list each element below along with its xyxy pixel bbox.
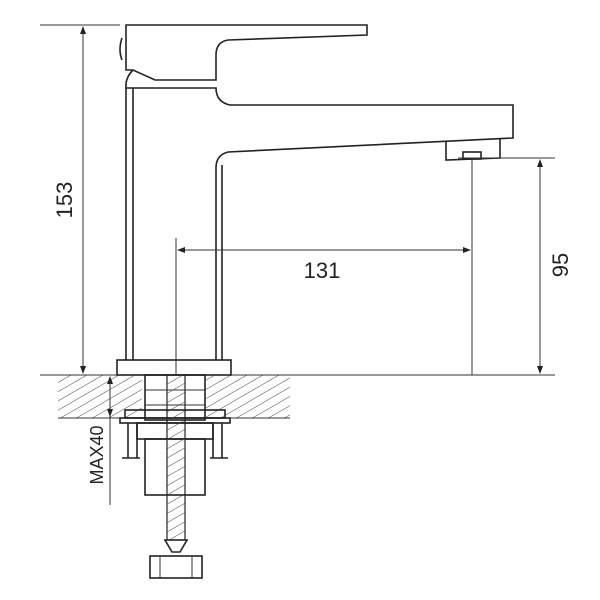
aerator xyxy=(445,139,501,161)
bolt-right xyxy=(210,423,228,459)
dimension-95: 95 xyxy=(458,157,573,375)
dim-label-153: 153 xyxy=(52,182,77,219)
hose-nut xyxy=(149,555,203,579)
spout xyxy=(125,69,514,360)
handle-knob xyxy=(119,37,123,61)
faucet-body xyxy=(116,24,514,376)
countertop-section xyxy=(40,374,555,419)
mounting-kit xyxy=(119,238,231,579)
dimension-131: 131 xyxy=(177,247,471,283)
base-plate xyxy=(116,359,232,376)
dim-label-131: 131 xyxy=(304,258,341,283)
dim-label-95: 95 xyxy=(548,253,573,277)
dim-label-max40: MAX40 xyxy=(87,425,107,484)
dimension-153: 153 xyxy=(40,24,120,374)
dimension-max40: MAX40 xyxy=(87,376,113,505)
threaded-rod xyxy=(166,374,186,541)
lever-handle xyxy=(125,24,368,81)
bolt-left xyxy=(122,423,140,459)
